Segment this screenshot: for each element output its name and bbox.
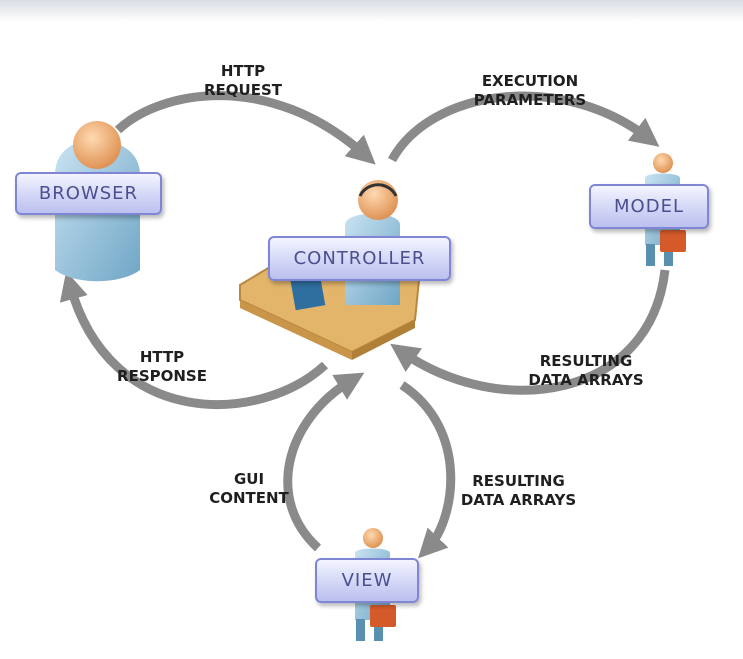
flow-label-resulting-data-arrays-view: RESULTING DATA ARRAYS: [456, 472, 581, 510]
arrow-resulting-data-view: [399, 381, 456, 559]
arrow-http-request: [114, 91, 376, 165]
flow-label-execution-parameters: EXECUTION PARAMETERS: [470, 72, 590, 110]
flow-label-gui-content-line1: GUI: [233, 470, 265, 488]
arrow-http-response: [59, 271, 329, 410]
flow-label-resulting-data-arrays-model-line1: RESULTING: [539, 352, 633, 370]
flow-label-resulting-data-arrays-model: RESULTING DATA ARRAYS: [526, 352, 646, 390]
flow-label-http-response-line2: RESPONSE: [117, 367, 207, 385]
flow-label-http-request-line2: REQUEST: [203, 81, 282, 99]
flow-label-http-response-line1: HTTP: [139, 348, 185, 366]
view-label: VIEW: [315, 558, 419, 603]
flow-label-resulting-data-arrays-view-line2: DATA ARRAYS: [460, 491, 577, 509]
arrow-execution-parameters: [388, 91, 660, 163]
top-gradient-band: [0, 0, 743, 22]
arrow-gui-content: [283, 372, 365, 552]
flow-label-gui-content-line2: CONTENT: [209, 489, 289, 507]
flow-label-gui-content: GUI CONTENT: [208, 470, 290, 508]
model-label: MODEL: [589, 184, 709, 229]
flow-label-resulting-data-arrays-model-line2: DATA ARRAYS: [528, 371, 644, 389]
flow-label-http-response: HTTP RESPONSE: [112, 348, 212, 386]
controller-label: CONTROLLER: [268, 236, 451, 281]
arrow-resulting-data-model: [390, 269, 670, 395]
flow-label-http-request: HTTP REQUEST: [198, 62, 288, 100]
flow-label-execution-parameters-line2: PARAMETERS: [473, 91, 587, 109]
browser-label: BROWSER: [15, 172, 162, 215]
flow-label-resulting-data-arrays-view-line1: RESULTING: [472, 472, 565, 490]
flow-label-execution-parameters-line1: EXECUTION: [481, 72, 579, 90]
flow-label-http-request-line1: HTTP: [220, 62, 266, 80]
